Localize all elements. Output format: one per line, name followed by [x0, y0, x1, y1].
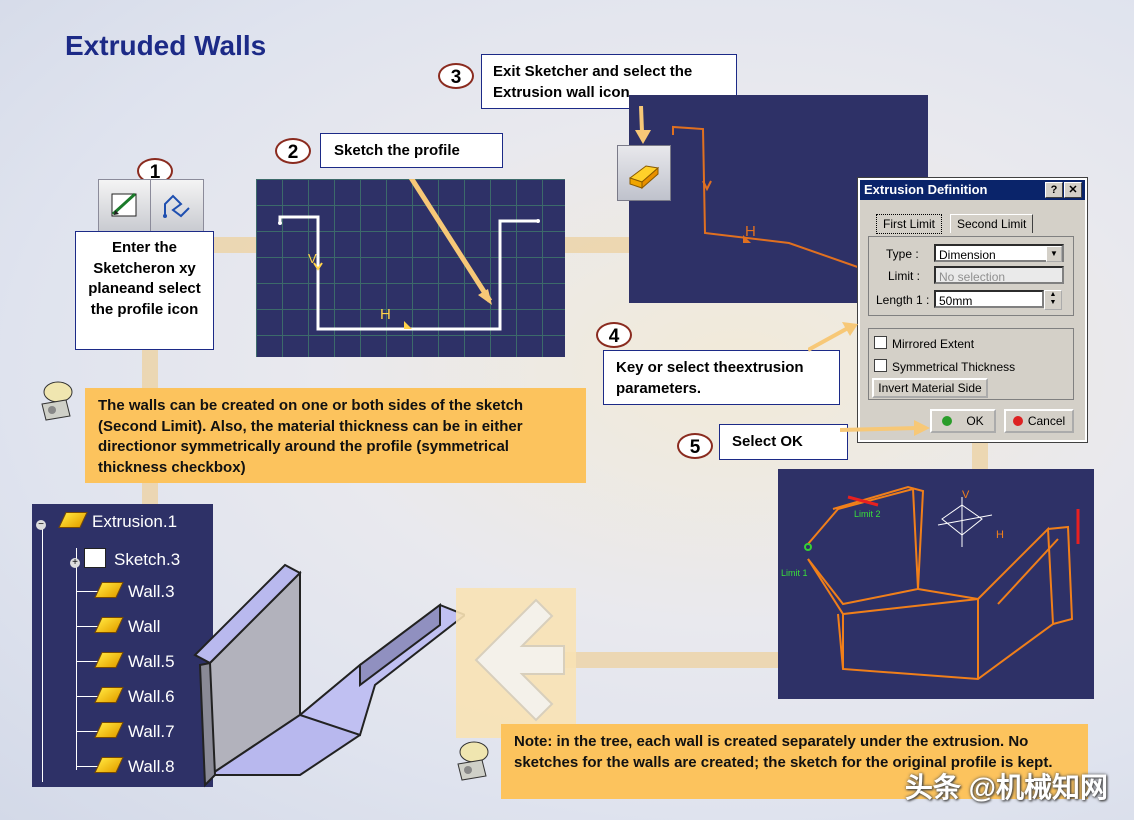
- tree-item-wall-3[interactable]: Wall.3: [76, 582, 175, 602]
- step-5-number: 5: [677, 433, 713, 459]
- length-value: 50mm: [939, 294, 973, 308]
- invert-material-side-button[interactable]: Invert Material Side: [872, 378, 988, 398]
- length-spinner[interactable]: ▲▼: [1044, 290, 1062, 310]
- sketch-profile-view[interactable]: V H: [256, 179, 565, 357]
- type-label: Type :: [886, 247, 919, 261]
- step-4-arrow: [808, 322, 858, 352]
- tree-item-wall-6[interactable]: Wall.6: [76, 687, 175, 707]
- extruded-walls-3d-view[interactable]: Limit 1 Limit 2 H V: [778, 469, 1094, 699]
- extrusion-wall-icon[interactable]: [617, 145, 671, 201]
- model-v-label: V: [962, 489, 970, 501]
- tree-item-wall-5[interactable]: Wall.5: [76, 652, 175, 672]
- step-5-arrow: [840, 420, 930, 436]
- step-2-callout: Sketch the profile: [320, 133, 503, 168]
- dialog-title: Extrusion Definition: [864, 182, 988, 197]
- step-1-callout: Enter the Sketcheron xy planeand select …: [75, 231, 214, 350]
- extruded-part-render: [193, 563, 465, 788]
- note-icon: [452, 740, 492, 782]
- tree-label-wall: Wall.5: [128, 652, 175, 671]
- tab-first-limit[interactable]: First Limit: [876, 214, 942, 234]
- specification-tree: − Extrusion.1 + Sketch.3 Wall.3 Wall Wall.…: [32, 504, 213, 787]
- tab-second-limit[interactable]: Second Limit: [950, 214, 1034, 233]
- tree-connector-sub: [76, 548, 77, 770]
- wall-icon: [94, 757, 124, 773]
- cancel-icon: [1012, 416, 1023, 426]
- step-3-arrow: [635, 106, 651, 144]
- help-button[interactable]: ?: [1045, 182, 1063, 198]
- tree-label-extrusion: Extrusion.1: [92, 512, 178, 531]
- close-button[interactable]: ✕: [1064, 182, 1082, 198]
- tree-label-sketch: Sketch.3: [114, 550, 181, 569]
- tree-item-extrusion[interactable]: − Extrusion.1: [36, 512, 177, 532]
- ok-label: OK: [966, 414, 984, 428]
- length-label: Length 1 :: [876, 293, 930, 307]
- step-4-number: 4: [596, 322, 632, 348]
- tree-label-wall: Wall.8: [128, 757, 175, 776]
- tree-item-sketch[interactable]: + Sketch.3: [70, 548, 180, 570]
- flow-track-bottom: [560, 652, 780, 668]
- walls-note: The walls can be created on one or both …: [85, 388, 586, 483]
- tree-label-wall: Wall.7: [128, 722, 175, 741]
- step-5-callout: Select OK: [719, 424, 848, 460]
- limit-value: No selection: [939, 270, 1006, 284]
- preview-h-label: H: [745, 223, 756, 240]
- wall-icon: [94, 652, 124, 668]
- step-2-number: 2: [275, 138, 311, 164]
- sketch-v-label: V: [308, 251, 317, 266]
- limit-group: [868, 236, 1074, 316]
- page-title: Extruded Walls: [65, 30, 267, 61]
- cancel-label: Cancel: [1027, 414, 1066, 428]
- profile-icon[interactable]: [150, 179, 204, 233]
- wall-icon: [94, 687, 124, 703]
- tree-note: Note: in the tree, each wall is created …: [501, 724, 1088, 799]
- wall-icon: [94, 722, 124, 738]
- ok-button[interactable]: OK: [930, 409, 996, 433]
- extrusion-icon: [58, 512, 88, 528]
- watermark: 头条 @机械知网: [904, 772, 1108, 803]
- tree-item-wall-8[interactable]: Wall.8: [76, 757, 175, 777]
- tree-label-wall: Wall: [128, 617, 161, 636]
- sketch-icon: [84, 548, 106, 568]
- step-3-number: 3: [438, 63, 474, 89]
- left-arrow-icon: [474, 598, 565, 722]
- sketcher-icon[interactable]: [98, 179, 152, 233]
- type-value: Dimension: [939, 248, 996, 262]
- limit-2-label: Limit 2: [854, 509, 881, 519]
- tree-label-wall: Wall.6: [128, 687, 175, 706]
- tree-label-wall: Wall.3: [128, 582, 175, 601]
- limit-label: Limit :: [888, 269, 921, 283]
- symmetrical-thickness-checkbox[interactable]: Symmetrical Thickness: [874, 359, 1015, 374]
- sketch-h-label: H: [380, 306, 391, 323]
- model-h-label: H: [996, 529, 1004, 541]
- symmetrical-thickness-label: Symmetrical Thickness: [892, 360, 1016, 374]
- chevron-down-icon[interactable]: ▼: [1046, 246, 1062, 262]
- collapse-icon[interactable]: −: [36, 520, 46, 530]
- wall-icon: [94, 582, 124, 598]
- dialog-title-bar: Extrusion Definition ? ✕: [860, 180, 1085, 200]
- type-select[interactable]: Dimension ▼: [934, 244, 1064, 262]
- step-4-callout: Key or select theextrusion parameters.: [603, 350, 840, 405]
- tree-connector: [42, 522, 43, 782]
- wall-icon: [94, 617, 124, 633]
- length-input[interactable]: 50mm: [934, 290, 1044, 308]
- limit-field[interactable]: No selection: [934, 266, 1064, 284]
- ok-icon: [942, 416, 953, 426]
- note-icon: [36, 380, 76, 422]
- extrusion-definition-dialog: Extrusion Definition ? ✕ First Limit Sec…: [857, 177, 1088, 443]
- mirrored-extent-checkbox[interactable]: Mirrored Extent: [874, 336, 974, 351]
- limit-1-label: Limit 1: [781, 568, 808, 578]
- tree-item-wall-7[interactable]: Wall.7: [76, 722, 175, 742]
- tree-item-wall-4[interactable]: Wall: [76, 617, 160, 637]
- mirrored-extent-label: Mirrored Extent: [892, 337, 975, 351]
- expand-icon[interactable]: +: [70, 558, 80, 568]
- cancel-button[interactable]: Cancel: [1004, 409, 1074, 433]
- options-group: [868, 328, 1074, 400]
